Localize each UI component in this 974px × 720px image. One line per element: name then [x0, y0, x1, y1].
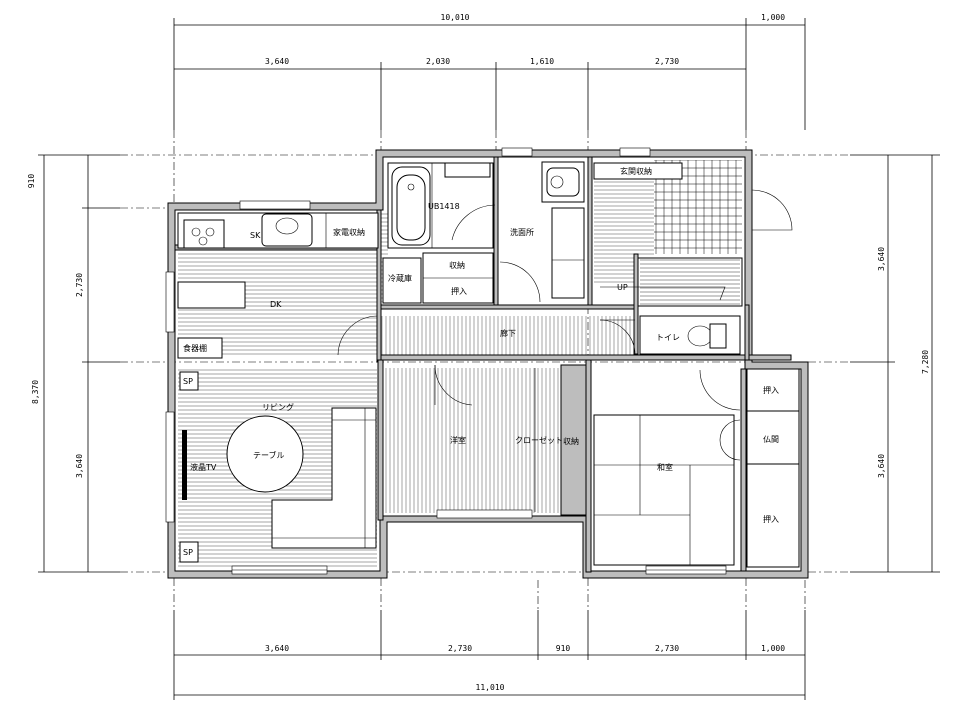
- living-room: SP SP 液晶TV リビング テーブル: [179, 371, 377, 563]
- dim-bottom-seg-4: 2,730: [655, 644, 679, 653]
- label-senmen: 洗面所: [510, 227, 534, 237]
- storage-area: 冷蔵庫 収納 押入: [382, 252, 494, 304]
- dim-top-seg-4: 2,730: [655, 57, 679, 66]
- dim-left-mid: 2,730: [75, 273, 84, 297]
- label-kaden: 家電収納: [333, 227, 365, 237]
- dim-left-top: 910: [27, 174, 36, 189]
- dim-bottom-seg-3: 910: [556, 644, 571, 653]
- label-roka: 廊下: [500, 328, 516, 338]
- western-room: 洋室 クローゼット 収納: [434, 364, 579, 512]
- label-sk: SK: [250, 231, 261, 240]
- dim-right-bottom: 3,640: [877, 454, 886, 478]
- entrance: 玄関収納: [593, 162, 793, 231]
- label-sp-top: SP: [183, 377, 193, 386]
- label-oshiire1: 押入: [763, 385, 779, 395]
- dim-right-total: 7,280: [921, 350, 930, 374]
- dim-left-outer: 8,370: [31, 380, 40, 404]
- toilet: トイレ: [639, 315, 741, 355]
- label-living: リビング: [262, 402, 294, 412]
- label-sp-bottom: SP: [183, 548, 193, 557]
- dim-top-total: 10,010: [441, 13, 470, 22]
- bathroom: UB1418: [387, 162, 496, 249]
- label-shokki: 食器棚: [183, 343, 207, 353]
- label-shuno2: 収納: [563, 436, 579, 446]
- label-oshiire2: 押入: [763, 514, 779, 524]
- label-closet: クローゼット: [515, 435, 563, 445]
- label-table: テーブル: [253, 450, 285, 460]
- label-yoshitsu: 洋室: [450, 435, 466, 445]
- label-tv: 液晶TV: [190, 462, 217, 472]
- dim-right-top: 3,640: [877, 247, 886, 271]
- japanese-room: 和室 押入 仏間 押入: [593, 368, 800, 568]
- dim-bottom-seg-2: 2,730: [448, 644, 472, 653]
- washroom: 洗面所: [499, 161, 585, 303]
- corridor: 廊下: [337, 315, 636, 356]
- label-oshiire-top: 押入: [451, 286, 467, 296]
- label-washitsu: 和室: [657, 462, 673, 472]
- label-up: UP: [617, 283, 628, 292]
- dim-left-bottom: 3,640: [75, 454, 84, 478]
- label-shuno1: 収納: [449, 260, 465, 270]
- label-reizo: 冷蔵庫: [388, 273, 412, 283]
- label-dk: DK: [270, 300, 282, 309]
- dim-bottom-total: 11,010: [476, 683, 505, 692]
- dim-top-seg-2: 2,030: [426, 57, 450, 66]
- dimensions: 10,010 1,000 3,640 2,030 1,610 2,730 3,6…: [27, 13, 940, 700]
- label-ub: UB1418: [428, 202, 460, 211]
- label-butsuma: 仏間: [763, 435, 779, 444]
- dim-top-right: 1,000: [761, 13, 785, 22]
- label-genkan-shuno: 玄関収納: [620, 166, 652, 176]
- dim-top-seg-3: 1,610: [530, 57, 554, 66]
- dim-bottom-seg-1: 3,640: [265, 644, 289, 653]
- dim-bottom-seg-5: 1,000: [761, 644, 785, 653]
- windows: [165, 147, 727, 575]
- label-toilet: トイレ: [656, 333, 680, 342]
- dim-top-seg-1: 3,640: [265, 57, 289, 66]
- kitchen: SK 家電収納 DK 食器棚: [177, 212, 379, 359]
- stairs: UP: [600, 257, 743, 307]
